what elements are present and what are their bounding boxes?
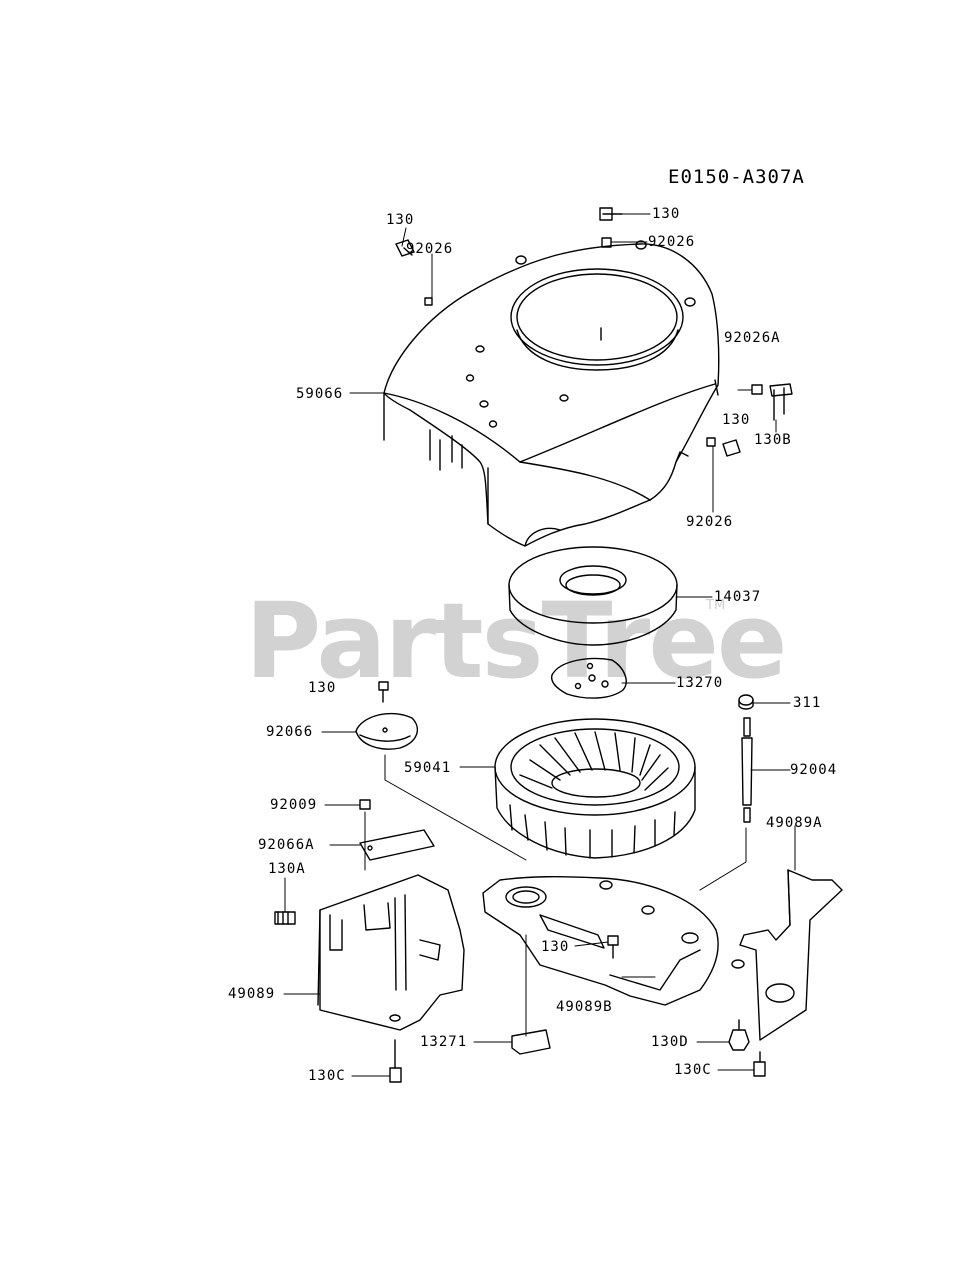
callout-14037: 14037 <box>714 589 762 605</box>
nut-311 <box>738 694 754 710</box>
bolt-130B <box>769 383 793 421</box>
rod-92004 <box>741 717 753 823</box>
watermark-trademark: TM <box>706 598 726 613</box>
blower-housing-59066 <box>383 240 720 547</box>
callout-130C: 130C <box>674 1062 712 1078</box>
callout-59041: 59041 <box>404 760 452 776</box>
callout-49089A: 49089A <box>766 815 823 831</box>
callout-13271: 13271 <box>420 1034 468 1050</box>
bolt-130-mid <box>378 681 389 703</box>
callout-92026: 92026 <box>648 234 696 250</box>
bolt-130-base <box>607 935 619 959</box>
callout-130: 130 <box>722 412 751 428</box>
callout-92026A: 92026A <box>724 330 781 346</box>
bolt-130D <box>728 1019 750 1051</box>
callout-92066A: 92066A <box>258 837 315 853</box>
callout-92066: 92066 <box>266 724 314 740</box>
collar-92026-left <box>424 297 433 306</box>
plate-13270 <box>550 657 627 699</box>
plate-92066A <box>359 829 435 861</box>
diagram-code: E0150-A307A <box>668 166 805 188</box>
bolt-92009 <box>359 799 371 810</box>
callout-49089B: 49089B <box>556 999 613 1015</box>
callout-130A: 130A <box>268 861 306 877</box>
callout-49089: 49089 <box>228 986 276 1002</box>
callout-92009: 92009 <box>270 797 318 813</box>
duct-49089A <box>731 869 843 1041</box>
bolt-130C-left <box>389 1039 402 1083</box>
callout-92026: 92026 <box>686 514 734 530</box>
duct-49089 <box>317 874 465 1031</box>
callout-130: 130 <box>308 680 337 696</box>
callout-130D: 130D <box>651 1034 689 1050</box>
callout-92004: 92004 <box>790 762 838 778</box>
callout-59066: 59066 <box>296 386 344 402</box>
callout-130: 130 <box>652 206 681 222</box>
callout-130C: 130C <box>308 1068 346 1084</box>
bracket-13271 <box>511 1029 551 1055</box>
collar-92026-lower <box>706 437 741 457</box>
fan-59041 <box>494 718 696 859</box>
screen-14037 <box>508 546 678 646</box>
callout-311: 311 <box>793 695 822 711</box>
callout-130B: 130B <box>754 432 792 448</box>
bolt-130A <box>274 911 296 925</box>
bolt-130C-right <box>753 1051 766 1077</box>
callout-130: 130 <box>541 939 570 955</box>
callout-130: 130 <box>386 212 415 228</box>
leader-lines <box>283 213 796 1077</box>
callout-92026: 92026 <box>406 241 454 257</box>
callout-13270: 13270 <box>676 675 724 691</box>
plate-92066 <box>355 712 419 750</box>
base-plate-49089B <box>482 876 719 1006</box>
collar-92026A <box>751 384 763 395</box>
bolt-130-left <box>395 239 415 257</box>
